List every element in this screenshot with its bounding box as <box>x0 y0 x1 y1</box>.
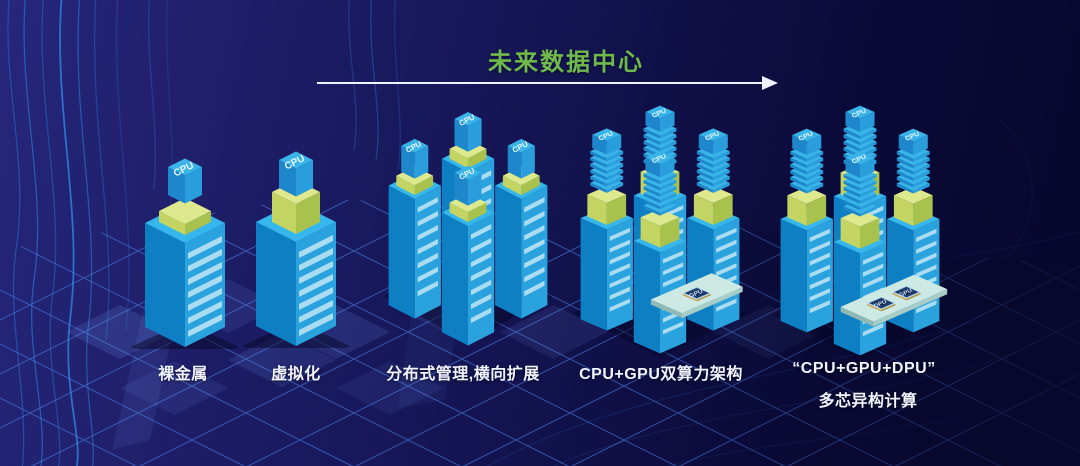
stage-label-cpu-gpu: CPU+GPU双算力架构 <box>579 366 743 383</box>
stage-bare-metal-illustration: CPU <box>131 158 239 349</box>
stage-cpu-gpu-illustration: GPU <box>572 101 748 358</box>
stage-label-distributed: 分布式管理,横向扩展 <box>386 366 540 383</box>
gpu-card: GPU <box>650 273 743 319</box>
stage-cpu-gpu-dpu-illustration: GPU DPU <box>772 101 948 360</box>
page-title: 未来数据中心 <box>488 49 644 76</box>
stage-virtualization-illustration: CPU <box>242 151 350 348</box>
gpu-dpu-card: GPU DPU <box>840 274 948 327</box>
stage-distributed-illustration <box>383 99 553 348</box>
stage-label-virtualization: 虚拟化 <box>271 366 321 383</box>
stage-label-bare-metal: 裸金属 <box>158 366 208 383</box>
dpu-chip-label: DPU <box>873 299 888 309</box>
stage-label-cpu-gpu-dpu: “CPU+GPU+DPU” <box>792 360 936 377</box>
right-arrow-icon <box>317 76 778 90</box>
gpu-chip-label: GPU <box>688 288 705 300</box>
gpu-chip-label: GPU <box>898 288 913 298</box>
stage-label-cpu-gpu-dpu-line2: 多芯异构计算 <box>818 393 918 410</box>
